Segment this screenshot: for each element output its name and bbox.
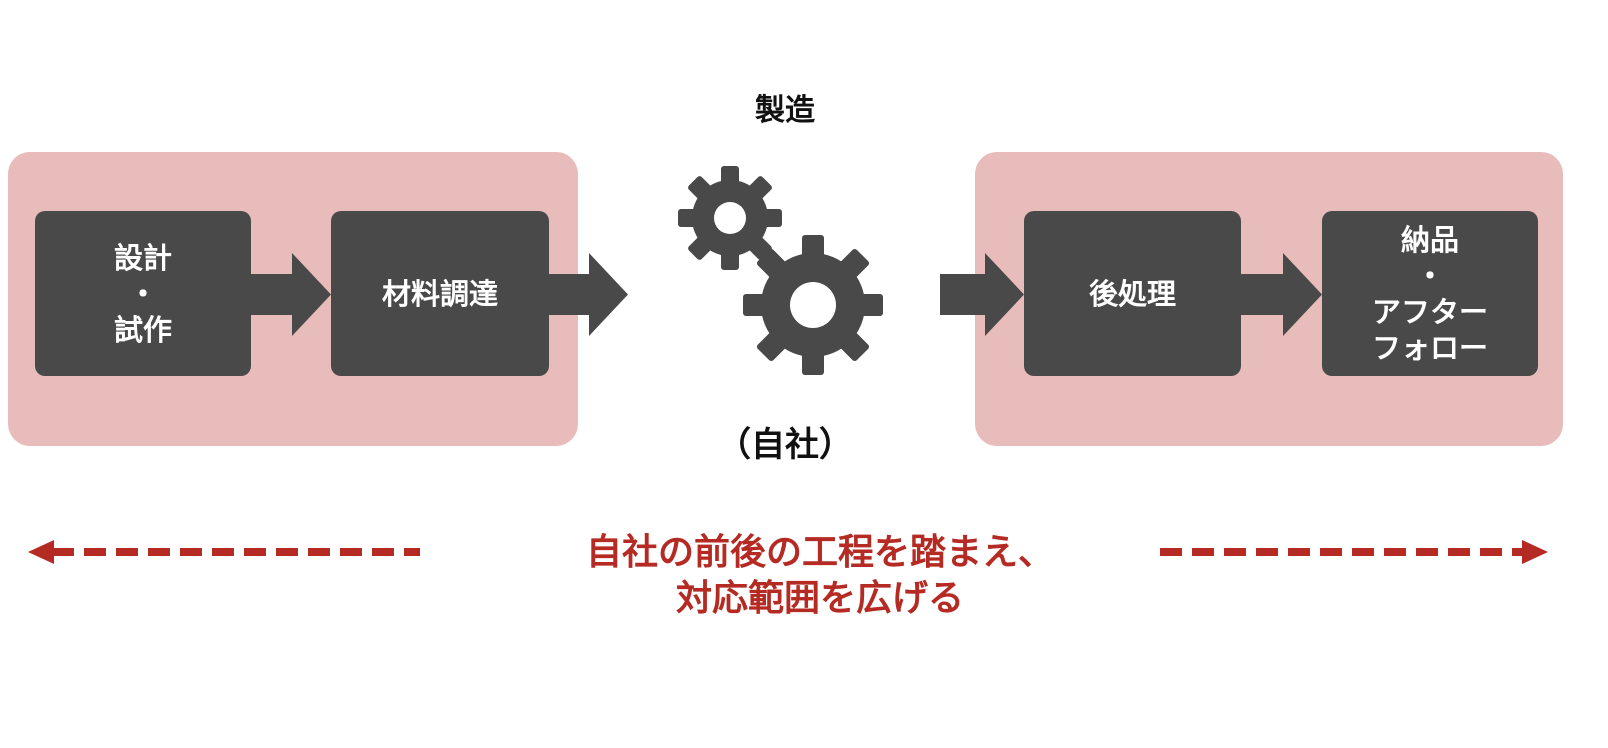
step-delivery-line-2: ・ (1415, 258, 1445, 293)
step-design-prototype: 設計 ・ 試作 (35, 211, 251, 376)
caption-line-1: 自社の前後の工程を踏まえ、 (585, 532, 1054, 573)
gear-icon (743, 235, 883, 375)
step-design-line-1: 設計 (113, 240, 172, 275)
flow-arrow-1 (251, 253, 331, 336)
step-design-line-3: 試作 (113, 312, 172, 347)
flow-arrow-2 (549, 253, 628, 336)
step-post-processing: 後処理 (1024, 211, 1241, 376)
step-delivery-line-4: フォロー (1371, 330, 1488, 365)
flow-arrow-3-head (975, 253, 1024, 336)
expansion-caption: 自社の前後の工程を踏まえ、 対応範囲を広げる (500, 530, 1140, 622)
step-delivery-line-1: 納品 (1400, 222, 1459, 257)
caption-line-2: 対応範囲を広げる (675, 578, 964, 619)
step-delivery-line-3: アフター (1371, 294, 1488, 329)
expand-left-arrow (28, 540, 420, 564)
step-delivery-aftercare: 納品 ・ アフター フォロー (1322, 211, 1538, 376)
step-post-processing-label: 後処理 (1088, 276, 1176, 311)
flow-arrow-4 (1241, 253, 1322, 336)
step-material-procurement: 材料調達 (331, 211, 549, 376)
manufacturing-label: 製造 (755, 93, 815, 128)
gear-icon (678, 166, 782, 270)
step-material-label: 材料調達 (381, 276, 498, 311)
expand-right-arrow (1160, 540, 1548, 564)
company-label: （自社） (717, 425, 853, 465)
step-design-line-2: ・ (128, 276, 158, 311)
